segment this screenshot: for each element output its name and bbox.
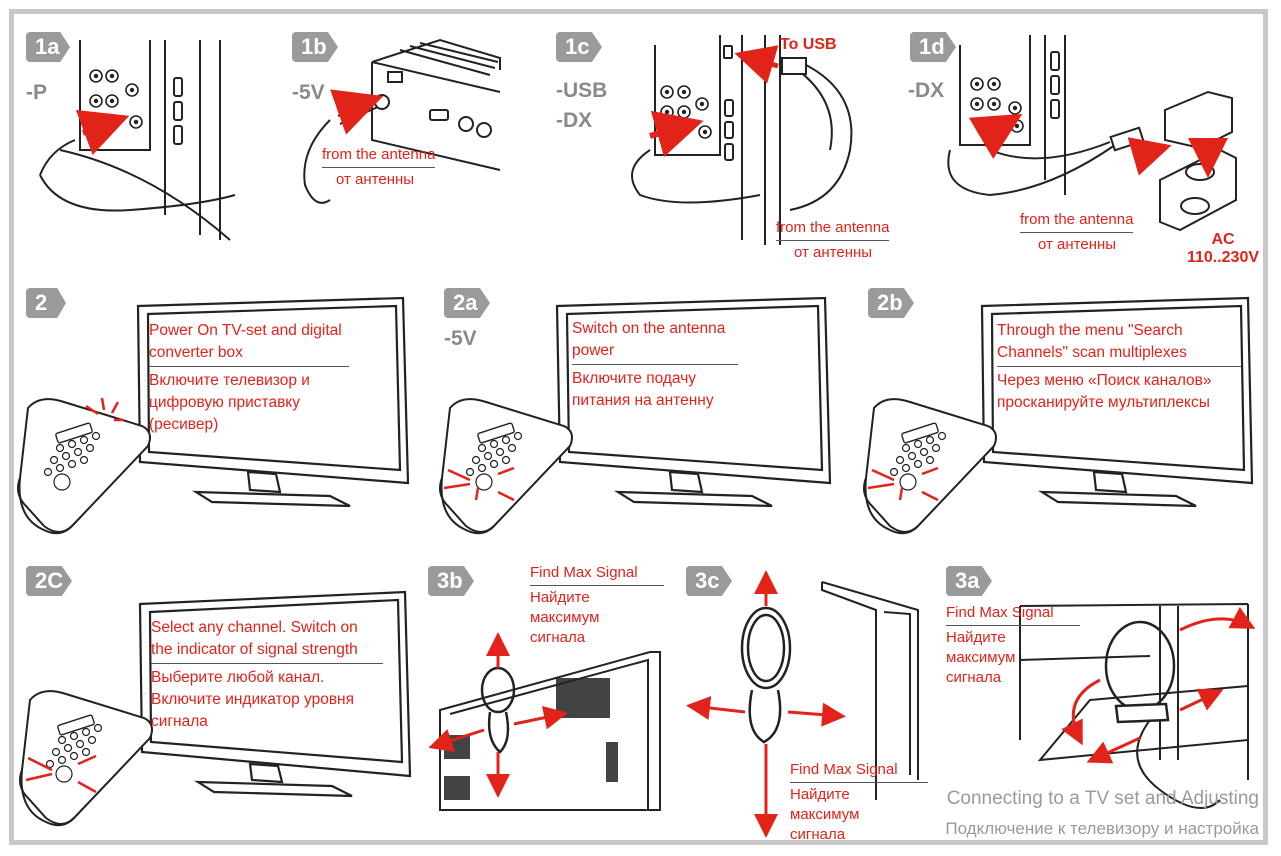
panel-3b-vents [444, 678, 618, 800]
badge-1a: 1a [26, 32, 70, 62]
badge-3c: 3c [686, 566, 732, 596]
panel-1d-arrow [968, 113, 1023, 159]
to-usb-label: To USB [780, 36, 837, 53]
remote-2 [17, 398, 151, 535]
panel-1c-arrow [649, 110, 704, 157]
screen-text-2: Power On TV-set and digital converter bo… [149, 320, 349, 436]
tv-2a [555, 296, 832, 508]
note-3b: Find Max Signal Найдите максимум сигнала [530, 563, 664, 648]
footer-title-ru: Подключение к телевизору и настройка [945, 819, 1259, 838]
note-3c: Find Max Signal Найдите максимум сигнала [790, 760, 928, 845]
badge-1b: 1b [292, 32, 338, 62]
remote-2a [439, 398, 573, 535]
badge-3a: 3a [946, 566, 992, 596]
code-1c-usb: -USB [556, 79, 608, 102]
remote-2b [863, 398, 997, 535]
code-1b: -5V [292, 81, 325, 104]
badge-2c: 2C [26, 566, 72, 596]
panel-3c-antenna [740, 606, 792, 744]
panel-1a-arrow [75, 110, 130, 156]
badge-2a: 2a [444, 288, 490, 318]
power-spec: AC 110..230V [1186, 231, 1260, 266]
remote-2a-highlight [443, 466, 515, 502]
panel-3c-window [821, 581, 919, 800]
screen-text-2c: Select any channel. Switch on the indica… [151, 617, 383, 733]
code-1d: -DX [908, 79, 945, 102]
badge-2b: 2b [868, 288, 914, 318]
note-3a: Find Max Signal Найдите максимум сигнала [946, 603, 1080, 688]
panel-1c-tv-back [631, 35, 853, 245]
panel-3a-window [1019, 603, 1249, 809]
tv-2 [136, 296, 410, 508]
code-2a: -5V [444, 327, 477, 350]
panel-1d-jacks [970, 77, 1024, 133]
badge-1d: 1d [910, 32, 956, 62]
panel-1c-usb-arrow [734, 45, 779, 84]
panel-1b-arrow [330, 89, 384, 135]
footer-title-en: Connecting to a TV set and Adjusting [946, 788, 1259, 809]
panel-1a-tv-back [39, 40, 236, 241]
panel-3b-tv-back [439, 651, 661, 811]
badge-3b: 3b [428, 566, 474, 596]
diagram-frame [9, 9, 1268, 845]
code-1a: -P [26, 81, 47, 104]
badge-1c: 1c [556, 32, 602, 62]
screen-text-2b: Through the menu "Search Channels" scan … [997, 320, 1241, 414]
usb-plug [781, 57, 807, 75]
tv-2c [138, 590, 412, 798]
panel-3a-antenna [1104, 620, 1176, 724]
remote-2c [19, 690, 153, 827]
remote-2-highlight [85, 397, 124, 422]
note-1d: from the antenna от антенны [1020, 211, 1134, 253]
code-1c-dx: -DX [556, 109, 593, 132]
remote-2b-highlight [867, 466, 939, 502]
note-1c: from the antenna от антенны [776, 219, 890, 261]
note-1b: from the antenna от антенны [322, 146, 436, 188]
remote-2c-highlight [25, 754, 97, 794]
screen-text-2a: Switch on the antenna power Включите под… [572, 318, 738, 412]
tv-2b [980, 296, 1254, 508]
badge-2: 2 [26, 288, 66, 318]
